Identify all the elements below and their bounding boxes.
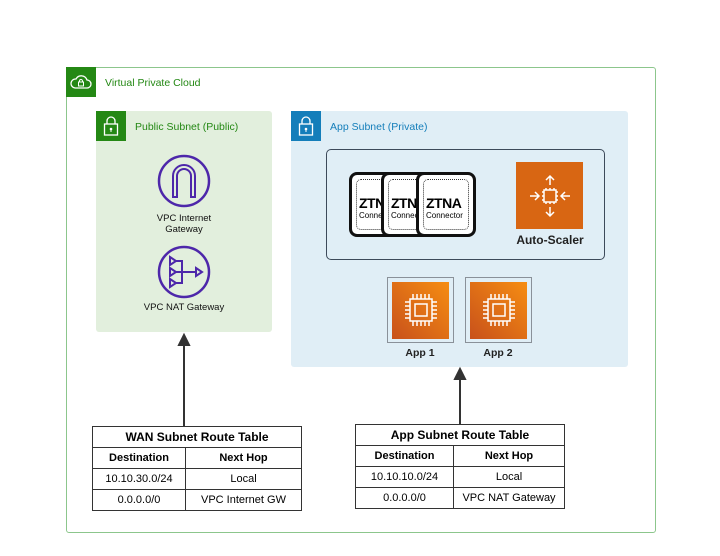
- nat-gateway-label: VPC NAT Gateway: [143, 302, 225, 313]
- connector-sub: Connector: [391, 211, 428, 220]
- table-title: WAN Subnet Route Table: [92, 426, 302, 448]
- table-title: App Subnet Route Table: [355, 424, 565, 446]
- vpc-title: Virtual Private Cloud: [105, 77, 201, 89]
- cell: VPC NAT Gateway: [453, 487, 565, 509]
- arrow-wan-to-public: [177, 332, 191, 426]
- ec2-instance-icon: [392, 281, 449, 339]
- column-header: Next Hop: [185, 447, 302, 469]
- column-header: Destination: [355, 445, 454, 467]
- label-line: VPC Internet: [156, 213, 212, 224]
- connector-sub: Connector: [426, 211, 463, 220]
- vpc-group: [66, 67, 656, 533]
- public-subnet: [96, 111, 272, 332]
- cloud-lock-icon: [66, 67, 96, 97]
- label-line: Gateway: [165, 224, 203, 235]
- cell: 10.10.30.0/24: [92, 468, 186, 490]
- auto-scaler-label: Auto-Scaler: [516, 233, 584, 247]
- app-subnet: [291, 111, 628, 367]
- column-header: Destination: [92, 447, 186, 469]
- cell: VPC Internet GW: [185, 489, 302, 511]
- arrow-app-table-to-app-subnet: [453, 366, 467, 424]
- connector-name: ZTNA: [426, 195, 462, 211]
- app-1-label: App 1: [405, 347, 435, 359]
- nat-gateway-icon: [157, 245, 211, 299]
- app-2-box: [465, 277, 532, 343]
- column-header: Next Hop: [453, 445, 565, 467]
- internet-gateway-icon: [157, 154, 211, 208]
- ec2-instance-icon: [470, 281, 527, 339]
- auto-scaling-icon: [516, 162, 583, 229]
- app-1-box: [387, 277, 454, 343]
- auto-scaling-group: [326, 149, 605, 260]
- lock-icon: [96, 111, 126, 141]
- lock-icon: [291, 111, 321, 141]
- cell: 0.0.0.0/0: [355, 487, 454, 509]
- app-subnet-title: App Subnet (Private): [330, 121, 428, 133]
- cell: 10.10.10.0/24: [355, 466, 454, 488]
- app-2-label: App 2: [483, 347, 513, 359]
- cell: Local: [453, 466, 565, 488]
- connector-sub: Connector: [359, 211, 396, 220]
- public-subnet-title: Public Subnet (Public): [135, 121, 239, 133]
- cell: Local: [185, 468, 302, 490]
- cell: 0.0.0.0/0: [92, 489, 186, 511]
